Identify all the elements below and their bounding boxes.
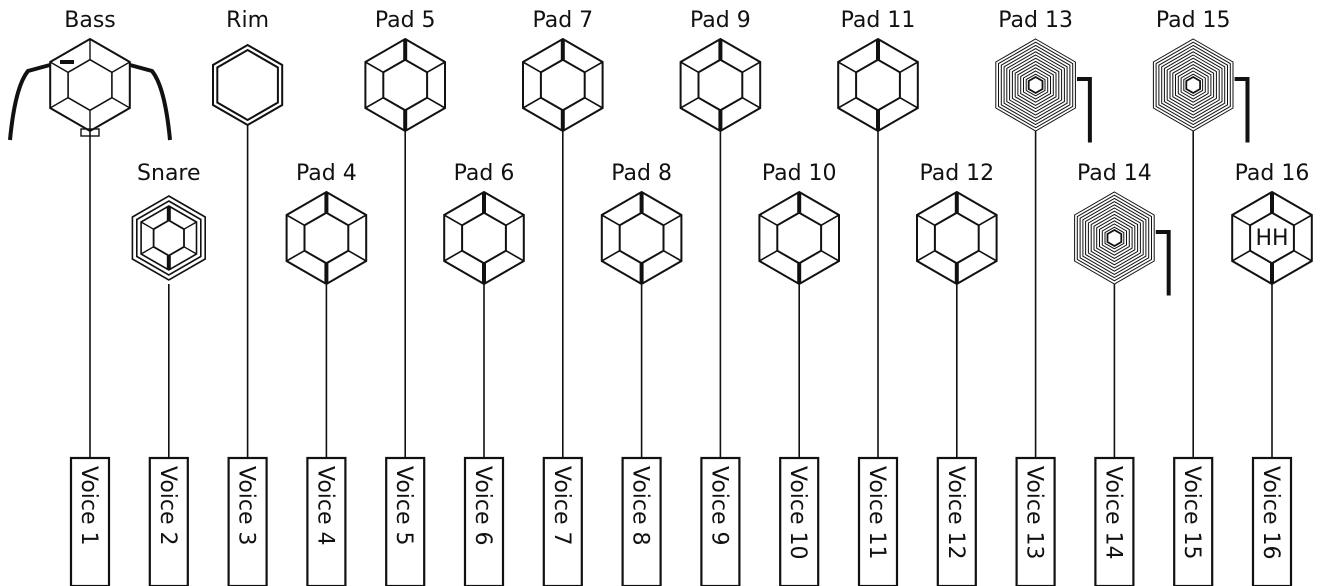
voice-label: Voice 3	[234, 466, 259, 546]
pad-label: Pad 4	[296, 161, 357, 186]
pad-group: Pad 13 Voice 13	[995, 8, 1092, 586]
voice-box: Voice 2	[148, 456, 189, 586]
bass-drum-icon	[8, 37, 172, 141]
voice-box: Voice 8	[621, 456, 662, 586]
voice-label: Voice 5	[391, 466, 416, 546]
hexagon-pad-icon	[916, 190, 998, 286]
pad-group: Pad 6 Voice 6	[443, 161, 525, 586]
voice-box: Voice 5	[385, 456, 426, 586]
voice-box: Voice 15	[1173, 456, 1214, 586]
pad-label: Pad 6	[454, 161, 515, 186]
hexagon-pad-icon	[837, 37, 919, 133]
pad-group: Pad 7 Voice 7	[522, 8, 604, 586]
pad-label: Rim	[226, 8, 269, 33]
pad-group: Pad 11 Voice 11	[837, 8, 919, 586]
voice-box: Voice 11	[857, 456, 899, 586]
voice-box: Voice 10	[779, 456, 820, 586]
hihat-pad-icon: HH	[1231, 190, 1313, 286]
hexagon-pad-icon	[758, 190, 840, 286]
voice-label: Voice 4	[312, 466, 337, 546]
voice-label: Voice 7	[549, 466, 574, 546]
hexagon-pad-icon	[285, 190, 368, 286]
pad-label: Pad 11	[841, 8, 916, 33]
voice-label: Voice 8	[628, 466, 653, 546]
pad-label: Pad 14	[1077, 161, 1152, 186]
pad-label: Pad 7	[532, 8, 593, 33]
pad-group: Pad 16 HH Voice 16	[1231, 161, 1313, 586]
voice-label: Voice 9	[706, 466, 731, 546]
hexagon-pad-icon	[522, 37, 604, 133]
voice-box: Voice 4	[306, 456, 347, 586]
pad-label: Pad 16	[1235, 161, 1310, 186]
cymbal-pad-icon	[1074, 191, 1171, 296]
voice-box: Voice 9	[700, 456, 741, 586]
hexagon-pad-icon	[364, 37, 446, 133]
hexagon-pad-icon	[600, 190, 683, 286]
pad-label: Pad 13	[998, 8, 1073, 33]
voice-label: Voice 13	[1022, 466, 1047, 560]
voice-label: Voice 10	[785, 466, 810, 560]
voice-label: Voice 16	[1258, 466, 1283, 560]
pad-group: Pad 12 Voice 12	[916, 161, 998, 586]
pad-group: Pad 4 Voice 4	[285, 161, 368, 586]
pad-label: Bass	[64, 8, 116, 33]
pad-label: Pad 5	[375, 8, 436, 33]
pad-label: Pad 9	[690, 8, 751, 33]
voice-box: Voice 12	[936, 456, 977, 586]
pad-label: Pad 15	[1156, 8, 1231, 33]
voice-box: Voice 13	[1015, 456, 1056, 586]
voice-label: Voice 1	[76, 466, 101, 546]
voice-label: Voice 11	[864, 466, 889, 560]
pad-group: Pad 15 Voice 15	[1152, 8, 1250, 586]
voice-box: Voice 14	[1094, 456, 1135, 586]
pad-label: Pad 10	[762, 161, 837, 186]
voice-label: Voice 14	[1100, 466, 1125, 560]
pad-group: Pad 5 Voice 5	[364, 8, 446, 586]
snare-drum-icon	[131, 195, 206, 281]
hexagon-pad-icon	[443, 190, 525, 286]
voice-label: Voice 15	[1179, 466, 1204, 560]
pad-label: Snare	[137, 161, 201, 186]
voice-box: Voice 7	[542, 456, 583, 586]
pad-group: Pad 10 Voice 10	[758, 161, 840, 586]
voice-box: Voice 3	[227, 456, 268, 586]
voice-box: Voice 16	[1251, 456, 1293, 586]
pad-label: Pad 8	[611, 161, 672, 186]
pad-label: Pad 12	[919, 161, 994, 186]
hihat-inner-label: HH	[1255, 226, 1288, 251]
cymbal-pad-icon	[995, 38, 1092, 143]
voice-label: Voice 2	[155, 466, 180, 546]
pad-group: Pad 9 Voice 9	[679, 8, 762, 586]
voice-box: Voice 1	[69, 456, 111, 586]
pad-group: Pad 8 Voice 8	[600, 161, 683, 586]
hexagon-pad-icon	[679, 37, 762, 133]
pad-group: Pad 14 Voice 14	[1074, 161, 1171, 586]
voice-label: Voice 6	[470, 466, 495, 546]
voice-box: Voice 6	[463, 456, 505, 586]
cymbal-pad-icon	[1152, 38, 1250, 143]
rim-pad-icon	[212, 43, 284, 127]
voice-label: Voice 12	[943, 466, 968, 560]
